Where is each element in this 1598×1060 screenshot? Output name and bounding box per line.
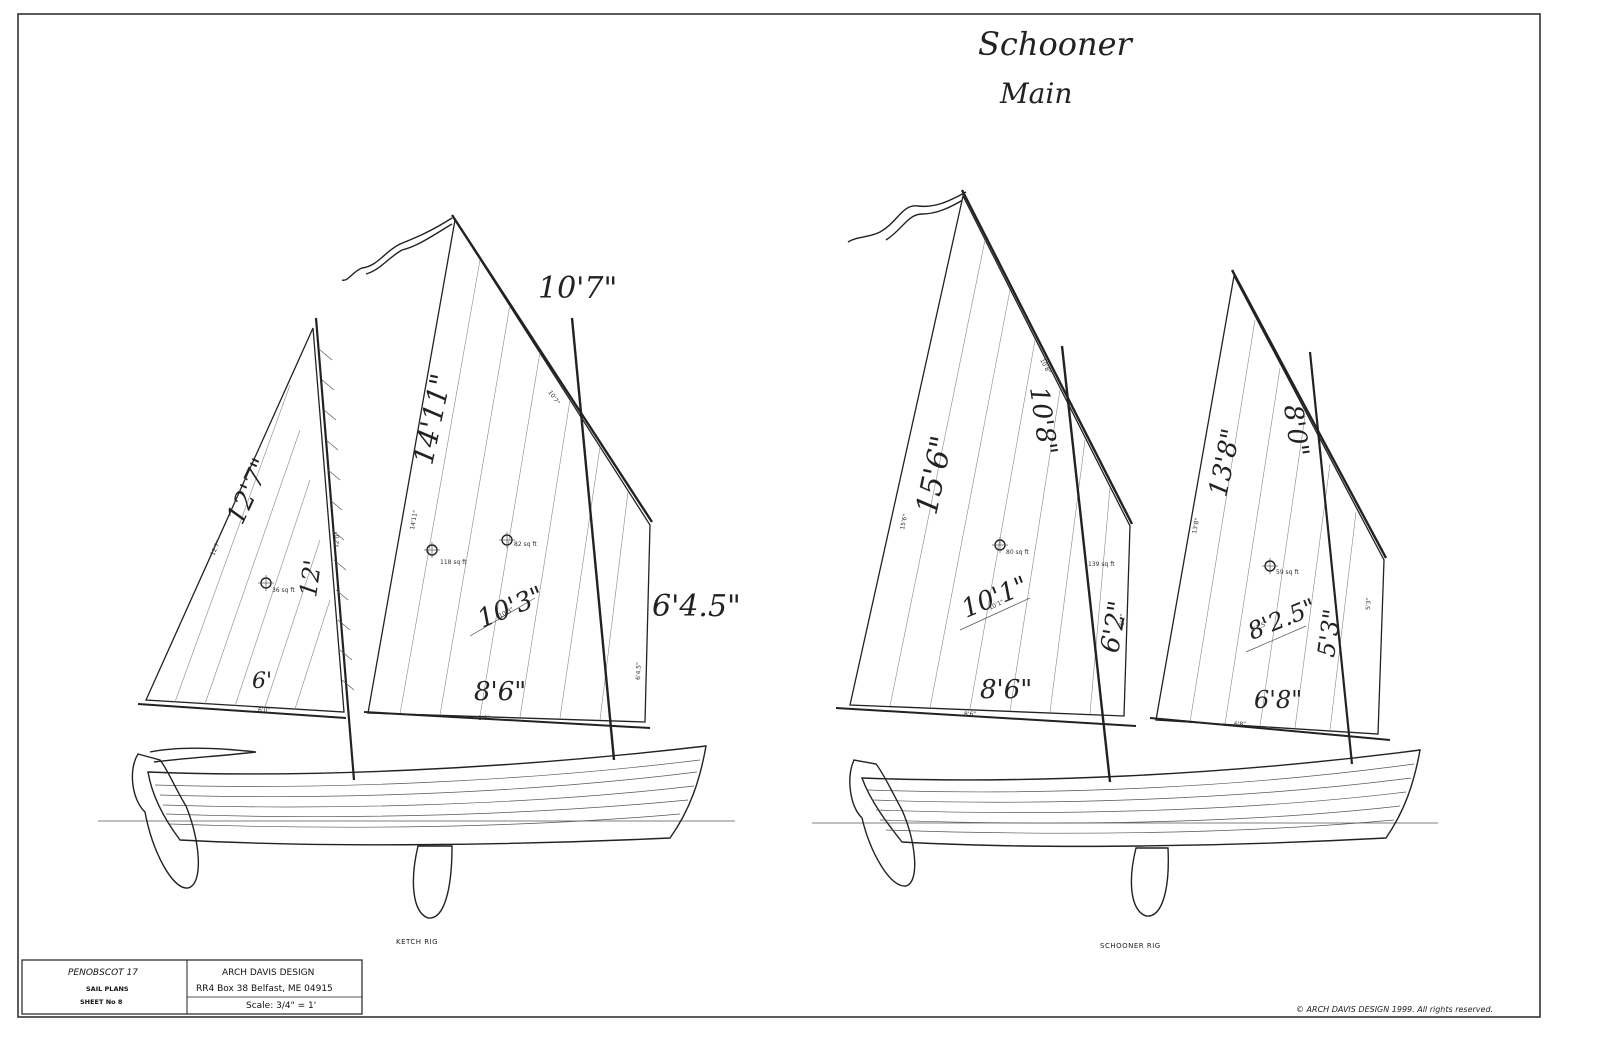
schooner-fore-diagonal [1245,625,1307,653]
schooner-main-mast [1060,345,1112,783]
title-address: RR4 Box 38 Belfast, ME 04915 [196,984,333,994]
schooner-main-leech-small: 6'2" [1119,614,1126,627]
title-subtitle: SAIL PLANS [86,985,129,993]
schooner-main-boom [835,707,1137,727]
schooner-main-yard [960,189,1134,525]
schooner-centerboard [1130,847,1170,917]
ketch-tiller [149,747,257,763]
schooner-fore-foot-note: 6'8" [1254,686,1302,714]
schooner-fore-mast [1308,351,1354,765]
ketch-main-mast [570,317,616,761]
schooner-total-area: 139 sq ft [1088,561,1115,568]
schooner-fore-area: 59 sq ft [1276,569,1299,576]
title-boat-name: PENOBSCOT 17 [68,968,138,978]
schooner-fore-yard [1230,269,1388,559]
ketch-main-leech-note: 6'4.5" [652,589,741,624]
mizzen-sail [145,327,345,713]
schooner-fore-seams [1189,319,1357,731]
ketch-main-area: 118 sq ft [440,559,467,566]
ketch-rudder [131,753,199,889]
ketch-total-area: 82 sq ft [514,541,537,548]
schooner-fore-boom [1149,717,1391,741]
title-designer: ARCH DAVIS DESIGN [222,968,314,978]
ketch-main-sail [367,218,651,723]
mizzen-mast [314,317,356,781]
mizzen-foot-note: 6' [252,669,272,694]
schooner-fore-leech-note: 5'3" [1312,607,1346,659]
schooner-main-area: 80 sq ft [1006,549,1029,556]
ketch-main-seams [399,259,629,721]
ketch-main-luff-small: 14'11" [409,510,419,531]
schooner-fore-head-note: 8'0" [1277,403,1314,459]
ketch-diagonal [469,597,536,637]
ketch-rig-caption: KETCH RIG [396,938,438,946]
sheet-border [17,13,1541,1018]
schooner-rig-caption: SCHOONER RIG [1100,942,1161,950]
copyright: © ARCH DAVIS DESIGN 1999. All rights res… [1296,1005,1493,1014]
schooner-rudder [849,759,916,887]
handwritten-title-main: Main [999,77,1072,110]
mizzen-mast-lacing [319,349,355,691]
masthead-pennant [341,217,453,281]
mizzen-leech-small: 12'0" [333,531,342,548]
schooner-fore-leech-small: 5'3" [1365,598,1372,611]
schooner-main-seams [889,239,1111,715]
schooner-fore-foot-small: 6'8" [1234,721,1246,728]
title-block: PENOBSCOT 17 SAIL PLANS SHEET No 8 ARCH … [21,959,363,1015]
ketch-main-boom [363,711,651,729]
schooner-main-foot-small: 8'6" [964,711,976,718]
mizzen-seams [174,384,331,710]
title-scale: Scale: 3/4" = 1' [246,1001,316,1011]
mizzen-area: 36 sq ft [272,587,295,594]
ketch-hull [147,745,707,846]
ketch-centerboard [412,845,453,919]
schooner-hull [860,749,1421,848]
schooner-main-luff-small: 15'6" [899,513,909,530]
schooner-rig: 15'6" 10'8" 6'2" 10'1" 8'6" 13'8" 8'0" 5… [835,189,1421,950]
handwritten-title-schooner: Schooner [978,25,1134,63]
ketch-main-foot-small: 8'6" [478,715,490,722]
ketch-rig: 12'7" 12' 6' 14'11" 10'7" 6'4.5" 10'3" 8… [131,214,741,946]
ketch-main-yard [450,214,654,523]
title-sheet: SHEET No 8 [80,998,123,1006]
schooner-fore-luff-small: 13'8" [1191,517,1201,534]
ketch-main-leech-small: 6'4.5" [635,662,643,680]
mizzen-boom [137,703,347,719]
schooner-main-foot-note: 8'6" [980,675,1032,705]
schooner-main-diagonal [959,597,1031,631]
mizzen-foot-small: 6'0" [258,707,270,714]
ketch-main-head-note: 10'7" [538,271,617,306]
schooner-main-sail [849,194,1131,717]
schooner-pennant [847,191,967,243]
schooner-fore-sail [1155,274,1385,735]
ketch-main-foot-note: 8'6" [474,677,526,707]
mizzen-leech-note: 12' [294,558,327,599]
